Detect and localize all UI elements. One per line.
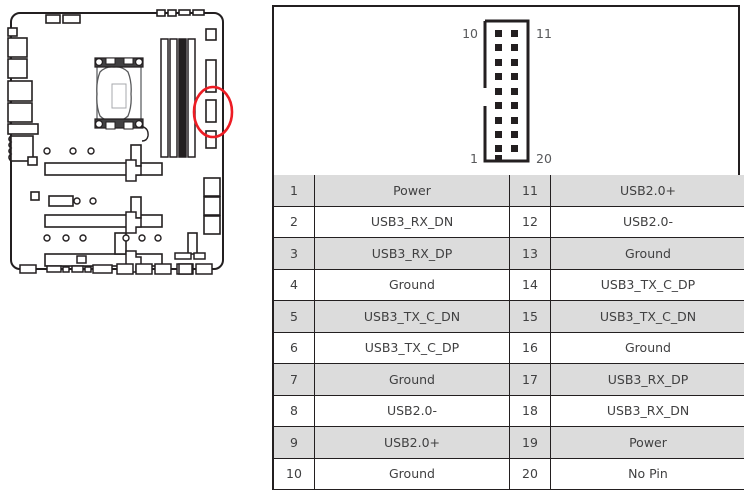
connector-shell xyxy=(485,21,528,161)
pin-signal-right: USB3_RX_DP xyxy=(551,364,744,396)
pin-number-right: 17 xyxy=(510,364,551,396)
pin-signal-left: Ground xyxy=(315,269,510,301)
pin-number-left: 1 xyxy=(274,175,315,206)
pin-number-left: 7 xyxy=(274,364,315,396)
pin-1-contact xyxy=(495,155,502,162)
pin-number-left: 4 xyxy=(274,269,315,301)
connector-label-bottom-right: 20 xyxy=(536,151,552,166)
pin-number-right: 19 xyxy=(510,427,551,459)
pin-signal-right: USB3_RX_DN xyxy=(551,395,744,427)
connector-diagram: 10 11 1 20 xyxy=(274,7,738,175)
pin-signal-left: USB2.0+ xyxy=(315,427,510,459)
pin-number-right: 18 xyxy=(510,395,551,427)
pin-number-left: 9 xyxy=(274,427,315,459)
pin-number-left: 8 xyxy=(274,395,315,427)
pin-number-right: 16 xyxy=(510,332,551,364)
pin-signal-left: USB3_RX_DP xyxy=(315,238,510,270)
pin-number-left: 3 xyxy=(274,238,315,270)
pin-number-right: 11 xyxy=(510,175,551,206)
pin-signal-right: USB2.0+ xyxy=(551,175,744,206)
connector-label-top-left: 10 xyxy=(462,26,478,41)
motherboard-diagram xyxy=(0,0,262,290)
connector-label-top-right: 11 xyxy=(536,26,552,41)
connector-pins xyxy=(495,30,518,162)
pin-number-left: 5 xyxy=(274,301,315,333)
pin-signal-right: Power xyxy=(551,427,744,459)
pin-signal-right: Ground xyxy=(551,332,744,364)
pin-signal-right: USB2.0- xyxy=(551,206,744,238)
connector-label-bottom-left: 1 xyxy=(470,151,478,166)
pin-signal-left: USB2.0- xyxy=(315,395,510,427)
cpu-socket xyxy=(95,58,148,141)
pin-number-right: 15 xyxy=(510,301,551,333)
pin-signal-right: USB3_TX_C_DP xyxy=(551,269,744,301)
pin-signal-left: Ground xyxy=(315,364,510,396)
pin-signal-left: USB3_TX_C_DN xyxy=(315,301,510,333)
pin-number-right: 14 xyxy=(510,269,551,301)
pin-signal-right: Ground xyxy=(551,238,744,270)
usb3-header-connector xyxy=(206,100,216,122)
pin-number-right: 13 xyxy=(510,238,551,270)
pin-signal-right: USB3_TX_C_DN xyxy=(551,301,744,333)
pin-number-left: 6 xyxy=(274,332,315,364)
pin-number-left: 2 xyxy=(274,206,315,238)
pin-signal-left: USB3_TX_C_DP xyxy=(315,332,510,364)
pin-signal-left: USB3_RX_DN xyxy=(315,206,510,238)
pin-signal-left: Power xyxy=(315,175,510,206)
pin-number-right: 12 xyxy=(510,206,551,238)
